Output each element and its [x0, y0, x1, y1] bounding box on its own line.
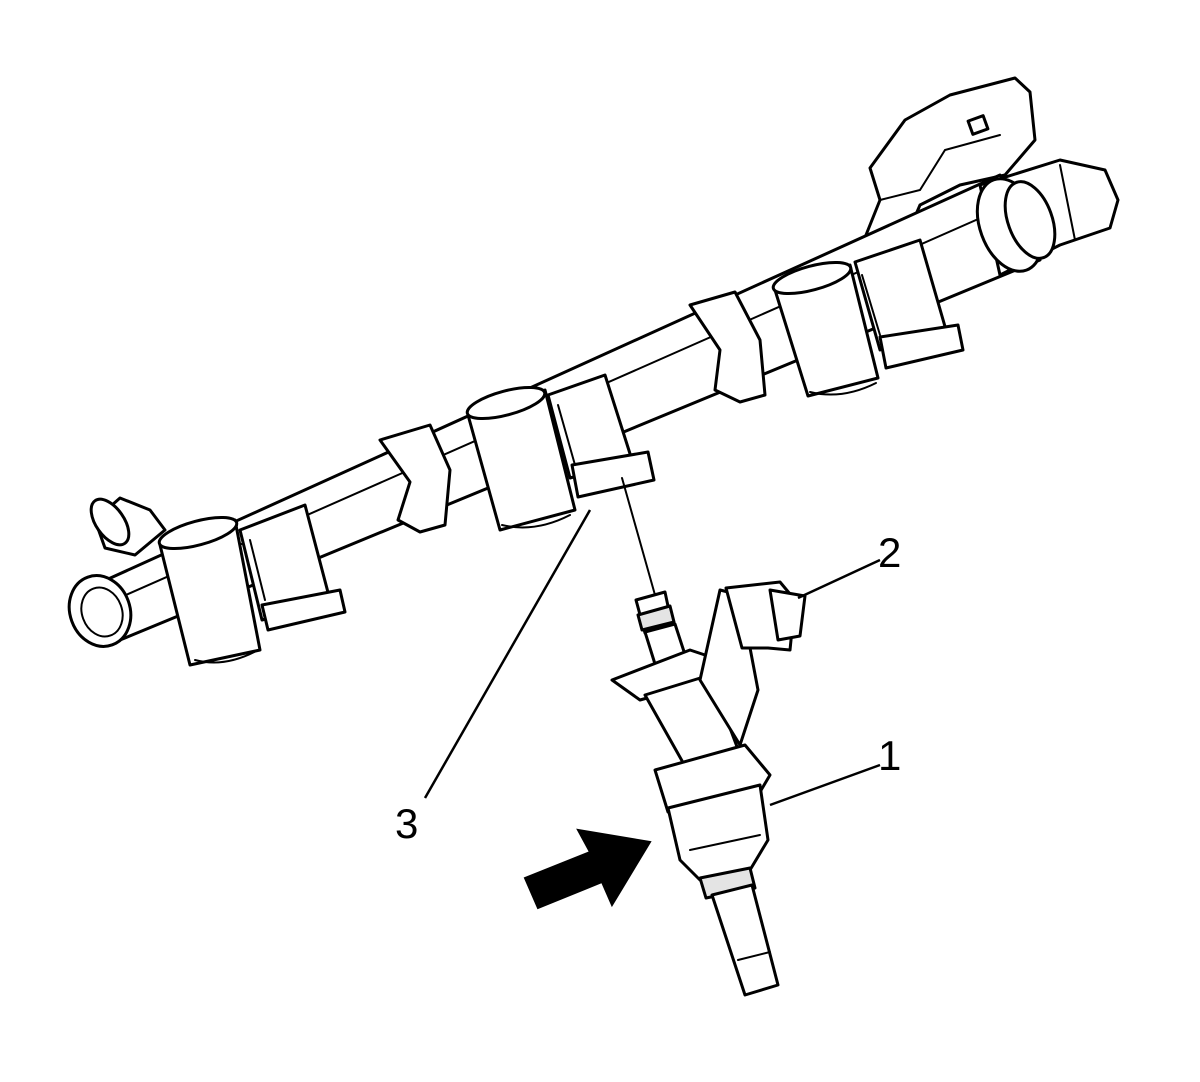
injector-cups — [157, 238, 965, 667]
rail-clips — [378, 290, 767, 534]
direction-arrow — [523, 828, 652, 910]
leader-1 — [769, 763, 881, 807]
leader-2 — [797, 558, 881, 600]
leader-3 — [423, 509, 592, 799]
injector-cup-right — [771, 238, 965, 398]
callout-3: 3 — [395, 800, 418, 847]
alignment-line — [621, 477, 656, 596]
leader-lines — [423, 509, 881, 807]
injector-cup-center — [465, 373, 656, 532]
callout-2: 2 — [878, 529, 901, 576]
callout-1: 1 — [878, 732, 901, 779]
injector-cup-left — [157, 503, 347, 667]
fuel-injector — [610, 580, 807, 997]
